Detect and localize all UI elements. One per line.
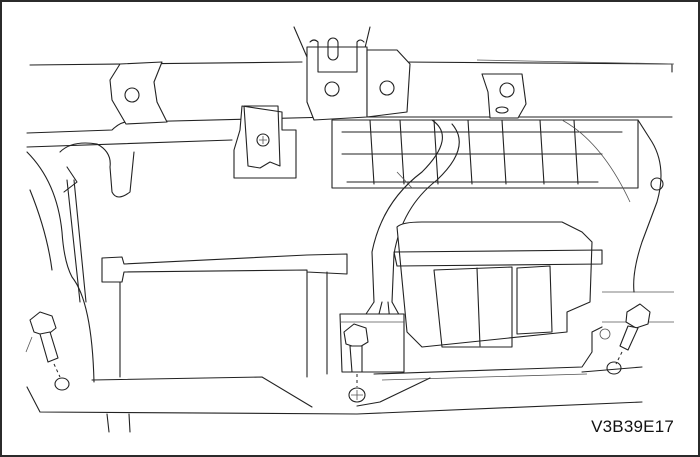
mounting-bolt-right	[606, 303, 651, 375]
right-side-trim	[599, 119, 664, 340]
module-housing	[373, 221, 603, 381]
lower-crossbar	[101, 253, 348, 378]
mounting-bolt-center	[343, 323, 369, 403]
filter-grille	[331, 119, 639, 203]
lower-panel	[26, 291, 674, 433]
upper-bracket-right	[481, 73, 527, 119]
upper-bracket-left	[109, 61, 168, 125]
figure-code: V3B39E17	[591, 417, 674, 436]
harness-clip	[233, 105, 297, 179]
mounting-bolt-left	[25, 311, 70, 391]
left-panel	[26, 142, 135, 383]
upper-bracket-center	[293, 26, 411, 121]
